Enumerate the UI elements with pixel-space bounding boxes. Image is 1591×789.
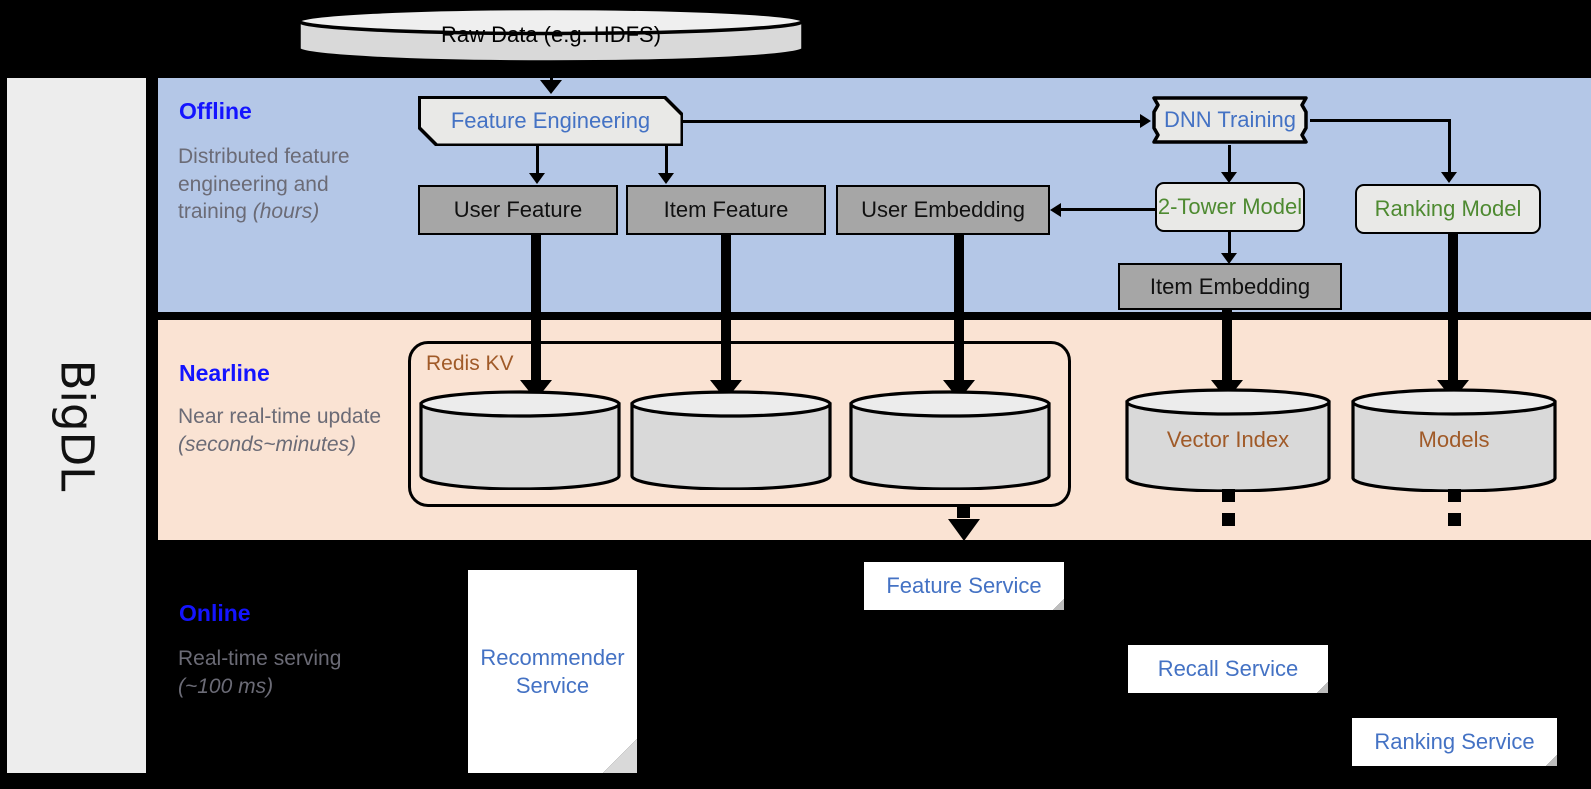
- connector-fe-userfeature: [536, 146, 539, 178]
- two-tower-model-label: 2-Tower Model: [1157, 194, 1303, 220]
- redis-kv-label: Redis KV: [426, 352, 514, 375]
- connector-twotower-itemembedding: [1228, 232, 1231, 259]
- user-embedding-node[interactable]: User Embedding: [836, 185, 1050, 235]
- connector-itemfeature-redis: [721, 235, 731, 395]
- models-cylinder: Models: [1350, 388, 1558, 492]
- connector-userembedding-redis: [954, 235, 964, 395]
- offline-subtitle: Distributed feature engineering and trai…: [178, 145, 350, 224]
- redis-cylinder-user-embedding: [848, 390, 1052, 490]
- ranking-service-fold-icon: [1546, 755, 1557, 766]
- arrowhead-twotower-userembedding: [1050, 203, 1061, 217]
- feature-service-card[interactable]: Feature Service: [864, 562, 1064, 610]
- dashed-stub-vectorindex-1: [1222, 489, 1235, 502]
- connector-itemembedding-vectorindex: [1222, 310, 1232, 395]
- dashed-stub-vectorindex-2: [1222, 513, 1235, 526]
- connector-dnn-ranking-v: [1448, 119, 1451, 177]
- item-embedding-label: Item Embedding: [1149, 273, 1311, 299]
- raw-data-label: Raw Data (e.g. HDFS): [440, 22, 662, 47]
- redis-cylinder-user-feature: [418, 390, 622, 490]
- vector-index-cylinder: Vector Index: [1124, 388, 1332, 492]
- online-title: Online: [179, 600, 251, 626]
- user-feature-node[interactable]: User Feature: [418, 185, 618, 235]
- ranking-model-node[interactable]: Ranking Model: [1355, 184, 1541, 234]
- recall-service-card[interactable]: Recall Service: [1128, 645, 1328, 693]
- connector-fe-itemfeature: [665, 146, 668, 178]
- ranking-service-label: Ranking Service: [1374, 729, 1535, 755]
- offline-title: Offline: [179, 98, 252, 124]
- arrowhead-fe-dnn: [1140, 114, 1151, 128]
- feature-service-label: Feature Service: [886, 573, 1042, 599]
- recommender-service-label: Recommender Service: [480, 645, 625, 698]
- connector-dnn-twotower: [1228, 145, 1231, 177]
- dnn-training-label: DNN Training: [1163, 107, 1297, 132]
- redis-kv-container: [408, 341, 1071, 507]
- arrowhead-rawdata-fe: [540, 80, 562, 94]
- item-feature-label: Item Feature: [663, 197, 789, 223]
- feature-engineering-node[interactable]: Feature Engineering: [418, 96, 683, 146]
- item-feature-node[interactable]: Item Feature: [626, 185, 826, 235]
- bigdl-sidebar: BigDL: [7, 78, 146, 773]
- connector-rawdata-fe: [550, 64, 553, 86]
- arrowhead-redis-featureservice: [948, 519, 980, 541]
- user-feature-label: User Feature: [453, 197, 583, 223]
- dashed-stub-models-1: [1448, 489, 1461, 502]
- connector-userfeature-redis: [531, 235, 541, 395]
- nearline-subtitle: Near real-time update (seconds~minutes): [178, 405, 382, 456]
- connector-dnn-ranking-h: [1310, 119, 1450, 122]
- dnn-training-node[interactable]: DNN Training: [1150, 95, 1310, 145]
- vector-index-label: Vector Index: [1166, 427, 1290, 452]
- dashed-stub-models-2: [1448, 513, 1461, 526]
- two-tower-model-node[interactable]: 2-Tower Model: [1155, 182, 1305, 232]
- recall-service-label: Recall Service: [1157, 656, 1299, 682]
- ranking-model-label: Ranking Model: [1374, 196, 1522, 222]
- feature-service-fold-icon: [1053, 599, 1064, 610]
- online-subtitle: Real-time serving (~100 ms): [178, 647, 342, 698]
- recall-service-fold-icon: [1317, 682, 1328, 693]
- ranking-service-card[interactable]: Ranking Service: [1352, 718, 1557, 766]
- arrowhead-fe-itemfeature: [658, 173, 674, 184]
- redis-cylinder-item-feature: [629, 390, 833, 490]
- nearline-title: Nearline: [179, 360, 270, 386]
- models-label: Models: [1418, 427, 1490, 452]
- connector-twotower-userembedding: [1060, 208, 1158, 211]
- recommender-service-card[interactable]: Recommender Service: [468, 570, 637, 773]
- feature-engineering-label: Feature Engineering: [450, 108, 651, 134]
- arrowhead-fe-userfeature: [529, 173, 545, 184]
- arrowhead-dnn-ranking: [1441, 172, 1457, 183]
- arrowhead-twotower-itemembedding: [1221, 253, 1237, 264]
- connector-fe-dnn: [683, 120, 1146, 123]
- arrowhead-dnn-twotower: [1221, 172, 1237, 183]
- connector-rankingmodel-models: [1448, 234, 1458, 395]
- item-embedding-node[interactable]: Item Embedding: [1118, 263, 1342, 310]
- raw-data-cylinder: Raw Data (e.g. HDFS): [296, 6, 806, 64]
- dashed-stub-featureservice: [957, 505, 970, 518]
- user-embedding-label: User Embedding: [861, 197, 1025, 223]
- bigdl-label: BigDL: [49, 359, 103, 492]
